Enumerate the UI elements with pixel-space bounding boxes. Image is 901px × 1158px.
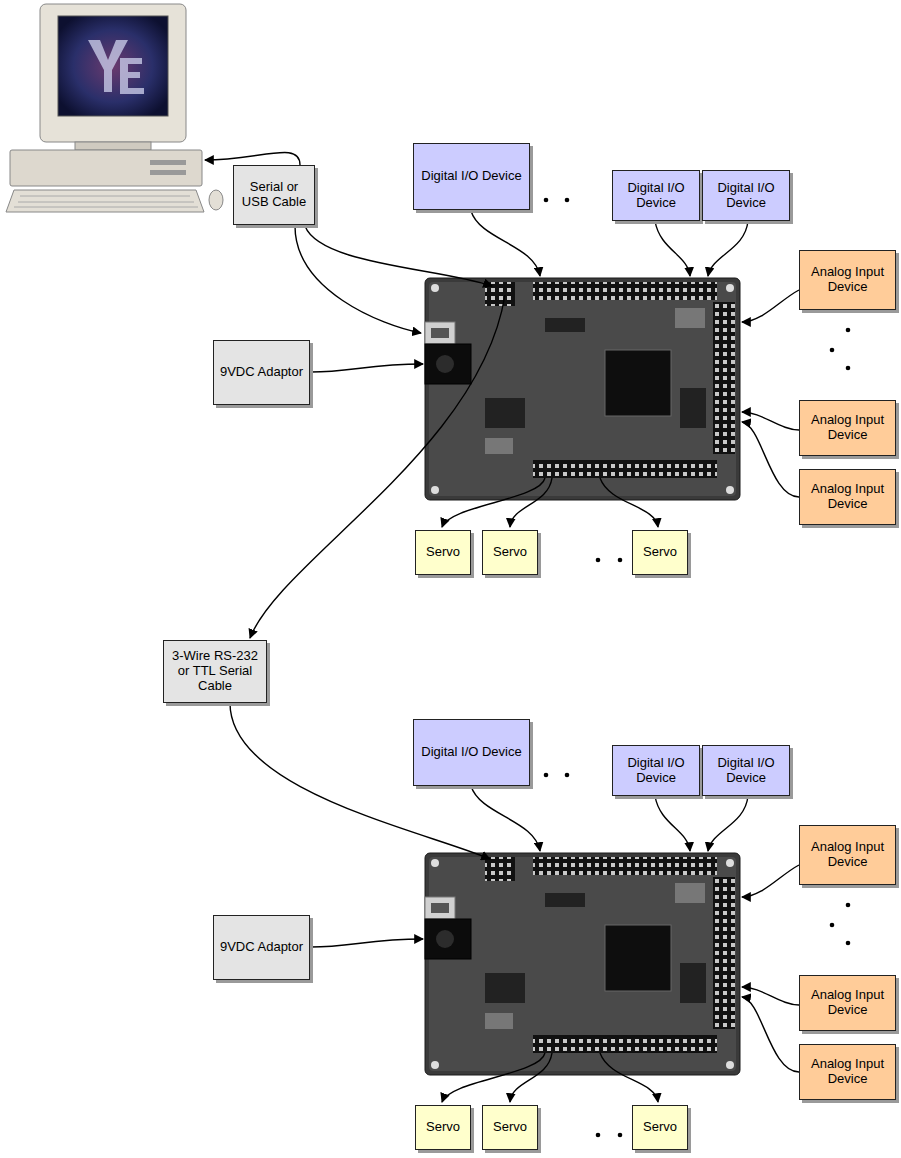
computer-icon [6, 4, 223, 212]
wire-arrow [655, 221, 690, 276]
box-label: Servo [643, 545, 677, 560]
box-label: Servo [493, 1120, 527, 1135]
servo-box: Servo [415, 530, 471, 575]
box-label: Servo [643, 1120, 677, 1135]
wire-arrow [311, 939, 423, 947]
box-label: 9VDC Adaptor [220, 365, 303, 380]
box-label: Serial or USB Cable [238, 180, 310, 210]
wire-arrow [510, 1053, 552, 1102]
box-label: Servo [426, 545, 460, 560]
box-label: Analog Input Device [804, 1057, 891, 1087]
wire-arrow [742, 422, 799, 497]
digital-device-box: Digital I/O Device [413, 143, 530, 210]
analog-device-box: Analog Input Device [799, 975, 896, 1031]
servo-board [425, 853, 740, 1075]
wire-arrow [708, 221, 748, 276]
analog-device-box: Analog Input Device [799, 469, 896, 525]
box-label: Digital I/O Device [421, 745, 521, 760]
wire-arrow [295, 226, 421, 333]
servo-box: Servo [482, 530, 538, 575]
monitor [40, 4, 186, 142]
digital-device-box: Digital I/O Device [612, 170, 700, 221]
box-label: Analog Input Device [804, 988, 891, 1018]
box-label: Analog Input Device [804, 265, 891, 295]
wire-arrow [305, 226, 492, 286]
drive-slot [150, 160, 186, 165]
box-label: Digital I/O Device [617, 756, 695, 786]
analog-device-box: Analog Input Device [799, 400, 896, 456]
wires [205, 152, 799, 1102]
mouse [209, 190, 223, 210]
screen [58, 16, 168, 116]
box-label: Digital I/O Device [617, 181, 695, 211]
box-label: Analog Input Device [804, 840, 891, 870]
digital-device-box: Digital I/O Device [702, 745, 790, 796]
digital-device-box: Digital I/O Device [413, 719, 530, 786]
box-label: 9VDC Adaptor [220, 940, 303, 955]
wire-arrow [708, 796, 748, 851]
wire-arrow [600, 478, 658, 527]
drive-slot [150, 170, 186, 175]
box-label: Digital I/O Device [707, 756, 785, 786]
analog-device-box: Analog Input Device [799, 825, 896, 885]
logo [120, 58, 144, 94]
power-adaptor-box: 9VDC Adaptor [213, 915, 310, 980]
servo-board [425, 278, 740, 500]
wire-arrow [311, 364, 423, 372]
servo-box: Servo [632, 1105, 688, 1150]
cable-box: Serial or USB Cable [233, 165, 315, 225]
box-label: Servo [426, 1120, 460, 1135]
keyboard [6, 190, 204, 212]
servo-box: Servo [632, 530, 688, 575]
analog-device-box: Analog Input Device [799, 250, 896, 310]
monitor-stand [75, 142, 151, 150]
servo-box: Servo [482, 1105, 538, 1150]
box-label: 3-Wire RS-232 or TTL Serial Cable [168, 649, 262, 694]
box-label: Analog Input Device [804, 413, 891, 443]
wire-arrow [655, 796, 690, 851]
box-label: Digital I/O Device [707, 181, 785, 211]
digital-device-box: Digital I/O Device [702, 170, 790, 221]
servo-box: Servo [415, 1105, 471, 1150]
digital-device-box: Digital I/O Device [612, 745, 700, 796]
wire-arrow [742, 997, 799, 1072]
box-label: Digital I/O Device [421, 169, 521, 184]
wire-arrow [510, 478, 552, 527]
wire-arrow [742, 290, 799, 322]
cable-box: 3-Wire RS-232 or TTL Serial Cable [163, 640, 267, 703]
wire-arrow [471, 211, 540, 276]
keyboard-keys [14, 196, 198, 207]
wire-arrow [471, 786, 540, 851]
wire-arrow [600, 1053, 658, 1102]
box-label: Analog Input Device [804, 482, 891, 512]
wire-arrow [442, 478, 545, 527]
analog-device-box: Analog Input Device [799, 1044, 896, 1100]
wire-arrow [442, 1053, 545, 1102]
wire-arrow [742, 865, 799, 897]
power-adaptor-box: 9VDC Adaptor [213, 340, 310, 405]
box-label: Servo [493, 545, 527, 560]
desktop-case [10, 150, 202, 186]
wire-arrow [205, 152, 300, 165]
